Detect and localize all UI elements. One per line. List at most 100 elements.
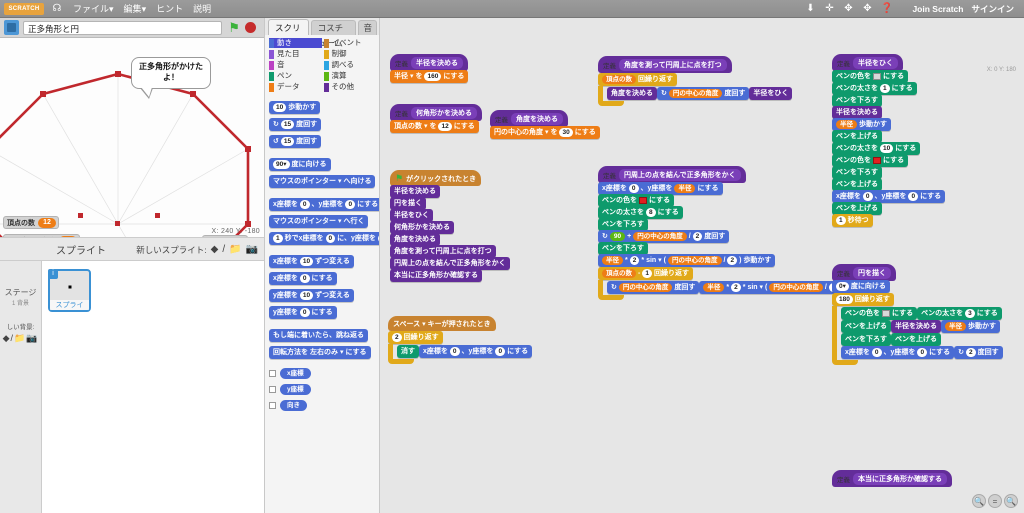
palette-block-point_to[interactable]: マウスのポインター ▾へ向ける <box>269 175 376 188</box>
tab-sounds[interactable]: 音 <box>358 20 377 35</box>
reporter-1[interactable]: y座標 <box>280 384 311 395</box>
number-input[interactable]: 1 <box>880 84 890 93</box>
define-ten-wo-utsu[interactable]: 定義角度を測って円周上に点を打つ頂点の数回繰り返す角度を決める↻円の中心の角度度… <box>598 56 793 106</box>
color-swatch-icon[interactable] <box>873 157 881 164</box>
share-icon[interactable]: ✛ <box>825 3 834 14</box>
custom-block-prototype[interactable]: 何角形かを決める <box>411 107 477 119</box>
reporter-checkbox[interactable] <box>269 402 276 409</box>
script-block[interactable]: ペンの色をにする <box>841 307 918 320</box>
custom-block-prototype[interactable]: 円周上の点を結んで正多角形をかく <box>619 169 741 181</box>
variable-reporter[interactable]: 円の中心の角度 <box>668 89 723 98</box>
help-icon[interactable]: ❓ <box>880 3 893 14</box>
c-block-header[interactable]: 頂点の数回繰り返す <box>598 73 677 86</box>
script-block[interactable]: 円を描く <box>390 197 426 210</box>
script-block[interactable]: 半径を決める <box>832 106 882 119</box>
category-operators[interactable]: 演算 <box>323 71 377 81</box>
variable-reporter[interactable]: 半径 <box>703 283 725 292</box>
shrink-icon[interactable]: ✥ <box>863 3 872 14</box>
variable-reporter[interactable]: 半径 <box>945 322 966 331</box>
script-block[interactable]: 半径歩動かす <box>832 118 891 131</box>
define-hat-block[interactable]: 定義角度を測って円周上に点を打つ <box>598 56 732 73</box>
sprite-info-badge[interactable]: i <box>48 269 58 279</box>
menu-item-about[interactable]: 説明 <box>193 3 212 14</box>
category-motion[interactable]: 動き <box>269 38 322 48</box>
number-input[interactable]: 0▾ <box>836 282 849 291</box>
scratch-logo[interactable]: SCRATCH <box>4 2 44 15</box>
custom-block-prototype[interactable]: 角度を決める <box>511 113 563 125</box>
define-hat-block[interactable]: 定義本当に正多角形か確認する <box>832 470 952 487</box>
number-input[interactable]: 0 <box>908 192 919 201</box>
script-block[interactable]: 半径を決める <box>891 320 941 333</box>
paint-icon[interactable]: ◆ <box>210 244 219 255</box>
custom-block-prototype[interactable]: 本当に正多角形か確認する <box>853 473 947 485</box>
new-backdrop-icons[interactable]: ◆/📁📷 <box>2 333 39 343</box>
zoom-in-icon[interactable]: 🔍 <box>972 494 986 508</box>
number-input[interactable]: 10 <box>273 103 287 112</box>
script-block[interactable]: 円周上の点を結んで正多角形をかく <box>390 257 510 270</box>
number-input[interactable]: 1 <box>642 269 652 278</box>
number-input[interactable]: 90▾ <box>273 160 290 169</box>
define-hat-block[interactable]: 定義半径を決める <box>390 54 468 71</box>
category-control[interactable]: 制御 <box>323 49 377 59</box>
category-more[interactable]: その他 <box>323 82 377 92</box>
reporter-2[interactable]: 向き <box>280 400 307 411</box>
globe-icon[interactable]: ☊ <box>52 3 62 14</box>
join-scratch-link[interactable]: Join Scratch <box>912 3 964 14</box>
script-block[interactable]: ペンの色をにする <box>598 194 675 207</box>
number-input[interactable]: 160 <box>424 72 442 81</box>
zoom-reset-icon[interactable]: = <box>988 494 1002 508</box>
number-input[interactable]: 0 <box>325 234 336 243</box>
green-flag-icon[interactable]: ⚑ <box>228 20 240 35</box>
upload-icon[interactable]: 📁 <box>229 244 242 255</box>
custom-block-prototype[interactable]: 角度を測って円周上に点を打つ <box>619 59 727 71</box>
greenflag-script[interactable]: ⚑がクリックされたとき半径を決める円を描く半径をひく何角形かを決める角度を決める… <box>390 170 510 282</box>
script-block[interactable]: ペンを下ろす <box>832 166 882 179</box>
variable-reporter[interactable]: 円の中心の角度 <box>633 232 687 241</box>
number-input[interactable]: 8 <box>646 208 656 217</box>
variable-reporter[interactable]: 円の中心の角度 <box>668 256 722 265</box>
category-data[interactable]: データ <box>269 82 322 92</box>
palette-block-point_dir[interactable]: 90▾度に向ける <box>269 158 331 171</box>
category-sensing[interactable]: 調べる <box>323 60 377 70</box>
number-input[interactable]: 10 <box>299 257 314 266</box>
number-input[interactable]: 0 <box>299 308 310 317</box>
palette-block-if_edge[interactable]: もし端に着いたら、跳ね返る <box>269 329 368 342</box>
variable-reporter[interactable]: 頂点の数 <box>602 75 636 84</box>
color-swatch-icon[interactable] <box>639 197 647 204</box>
define-hat-block[interactable]: 定義何角形かを決める <box>390 104 482 121</box>
variable-reporter[interactable]: 半径 <box>674 184 696 193</box>
number-input[interactable]: 0 <box>377 234 379 243</box>
script-block[interactable]: 本当に正多角形か確認する <box>390 269 482 282</box>
menu-item-edit[interactable]: 編集▾ <box>123 3 147 14</box>
number-input[interactable]: 2 <box>629 256 640 265</box>
reporter-checkbox[interactable] <box>269 370 276 377</box>
palette-block-rot_style[interactable]: 回転方法を左右のみ ▾にする <box>269 346 371 359</box>
script-block[interactable]: ペンを上げる <box>891 333 941 346</box>
variable-reporter[interactable]: 半径 <box>836 120 857 129</box>
number-input[interactable]: 10 <box>299 291 314 300</box>
fullscreen-stage-icon[interactable] <box>4 20 19 35</box>
category-pen[interactable]: ペン <box>269 71 322 81</box>
script-block[interactable]: ↻円の中心の角度度回す <box>607 281 700 294</box>
script-block[interactable]: 半径をひく <box>749 87 793 100</box>
watcher-vertex-count[interactable]: 頂点の数 12 <box>3 216 59 229</box>
surprise-icon[interactable]: / <box>222 244 226 255</box>
number-input[interactable]: 0 <box>628 184 639 193</box>
menu-item-file[interactable]: ファイル▾ <box>73 3 114 14</box>
